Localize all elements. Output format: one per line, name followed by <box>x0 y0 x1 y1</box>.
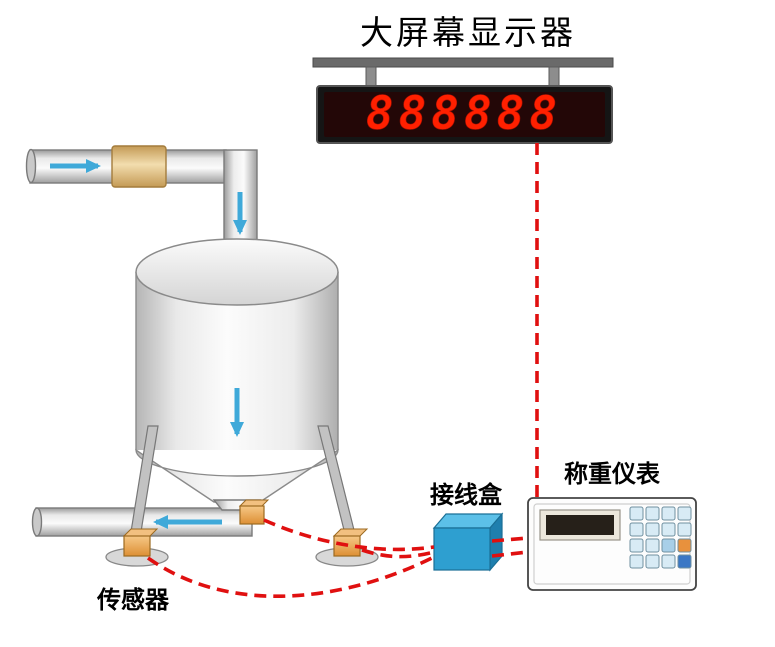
junction-box: 接线盒 <box>430 481 504 572</box>
inlet-pipe-sleeve <box>111 145 167 188</box>
load-cell-label: 传感器 <box>96 586 170 614</box>
tank-outlet <box>212 499 270 525</box>
flow-arrows <box>50 159 247 529</box>
storage-tank <box>135 238 339 503</box>
outlet-pipe-open-end <box>31 507 43 537</box>
cable-junction-to-indicator-2 <box>491 550 529 558</box>
weighing-indicator-label: 称重仪表 <box>564 460 661 488</box>
cable-left-sensor <box>146 554 437 598</box>
display-hanger-bar <box>312 57 614 68</box>
display-post-right <box>548 66 560 88</box>
display-digits: 888888 <box>366 86 562 140</box>
load-cell-rear <box>239 505 265 525</box>
indicator-keypad <box>629 506 692 569</box>
load-cells: 传感器 <box>96 528 379 614</box>
tank-top <box>135 238 339 306</box>
display-screen <box>324 92 605 137</box>
cable-junction-to-indicator-1 <box>491 536 529 543</box>
tank-cone <box>135 448 339 503</box>
inlet-pipe <box>25 145 258 253</box>
display-post-left <box>365 66 377 88</box>
cable-rear-sensor <box>263 518 435 552</box>
inlet-pipe-vertical <box>223 149 258 253</box>
load-cell-left <box>123 535 151 557</box>
junction-box-label: 接线盒 <box>430 481 503 509</box>
junction-box-front <box>433 527 491 571</box>
weighing-indicator: 称重仪表 <box>527 460 697 591</box>
diagram-title: 大屏幕显示器 <box>360 13 576 52</box>
inlet-pipe-open-end <box>25 148 37 184</box>
signal-cables <box>146 143 539 598</box>
cable-right-sensor <box>361 548 435 559</box>
indicator-display-screen <box>546 515 614 535</box>
load-cell-right-top <box>332 528 369 537</box>
big-display: 888888 <box>312 57 614 144</box>
